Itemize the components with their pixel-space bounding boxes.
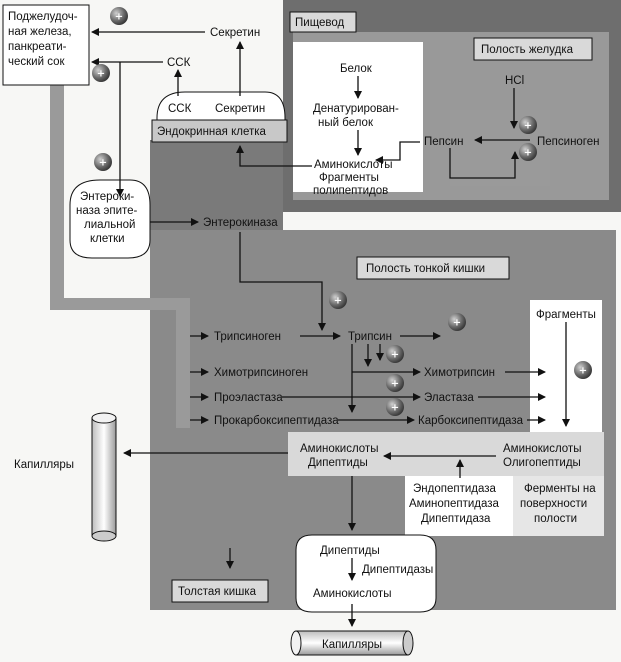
plus-icon: + bbox=[448, 313, 466, 331]
stomach-cavity-label: Полость желудка bbox=[481, 44, 574, 56]
chymotrypsin-label: Химотрипсин bbox=[424, 367, 495, 379]
capillary-horizontal bbox=[290, 630, 414, 656]
svg-text:+: + bbox=[524, 148, 532, 159]
plus-icon: + bbox=[519, 143, 537, 161]
enterocyte-cell bbox=[295, 534, 437, 613]
aa-oligopeptides-label-2: Олигопептиды bbox=[503, 457, 581, 469]
plus-icon: + bbox=[574, 361, 592, 379]
fragments-label: Фрагменты bbox=[536, 309, 596, 321]
svg-text:+: + bbox=[99, 158, 107, 169]
svg-text:Ферменты на: Ферменты на bbox=[524, 483, 596, 495]
secretin-cell-label: Секретин bbox=[215, 103, 265, 115]
surface-enzymes-label: Ферменты на поверхности полости bbox=[520, 483, 596, 525]
svg-text:+: + bbox=[579, 366, 587, 377]
enterokinase-epithelial-cell bbox=[69, 179, 151, 259]
svg-text:клетки: клетки bbox=[90, 233, 125, 245]
svg-text:лиальной: лиальной bbox=[84, 219, 135, 231]
svg-text:Энтероки-: Энтероки- bbox=[80, 191, 134, 203]
aa-dipeptides-label-2: Дипептиды bbox=[308, 457, 368, 469]
dipeptides-label: Дипептиды bbox=[320, 545, 380, 557]
dipeptidases-label: Дипептидазы bbox=[362, 564, 433, 576]
plus-icon: + bbox=[329, 291, 347, 309]
amino-acids-label: Аминокислоты bbox=[313, 588, 391, 600]
small-intestine-cavity-label: Полость тонкой кишки bbox=[366, 263, 485, 275]
svg-text:+: + bbox=[453, 318, 461, 329]
pancreas-box bbox=[2, 4, 90, 86]
hcl-label: HCl bbox=[505, 75, 524, 87]
pepsinogen-label: Пепсиноген bbox=[537, 136, 600, 148]
svg-text:полости: полости bbox=[534, 513, 577, 525]
plus-icon: + bbox=[386, 398, 404, 416]
secretin-label: Секретин bbox=[210, 27, 260, 39]
svg-text:+: + bbox=[115, 12, 123, 23]
capillary-vertical bbox=[91, 412, 117, 542]
plus-icon: + bbox=[110, 7, 128, 25]
aa-oligopeptides-label-1: Аминокислоты bbox=[503, 443, 581, 455]
pepsin-label: Пепсин bbox=[424, 136, 463, 148]
svg-text:+: + bbox=[97, 69, 105, 80]
aa-fragments-label-3: полипептидов bbox=[313, 185, 388, 197]
trypsinogen-label: Трипсиноген bbox=[214, 331, 281, 343]
plus-icon: + bbox=[92, 64, 110, 82]
aa-fragments-label-1: Аминокислоты bbox=[314, 159, 392, 171]
peptidases-label: Эндопептидаза Аминопептидаза Дипептидаза bbox=[409, 483, 500, 525]
svg-text:+: + bbox=[391, 350, 399, 361]
endocrine-region bbox=[150, 140, 283, 230]
cck-label: ССК bbox=[167, 57, 191, 69]
capillaries-bottom-label: Капилляры bbox=[322, 639, 382, 651]
svg-text:наза эпите-: наза эпите- bbox=[76, 205, 138, 217]
svg-text:+: + bbox=[334, 296, 342, 307]
plus-icon: + bbox=[386, 374, 404, 392]
svg-text:+: + bbox=[524, 121, 532, 132]
plus-icon: + bbox=[94, 153, 112, 171]
surface-enzymes-box bbox=[513, 476, 604, 536]
pancreatic-duct bbox=[50, 80, 190, 428]
plus-markers: + + + + + + + + + + + bbox=[92, 7, 592, 416]
svg-text:ческий сок: ческий сок bbox=[8, 56, 65, 68]
protein-box bbox=[293, 42, 423, 192]
svg-text:панкреати-: панкреати- bbox=[8, 41, 67, 53]
plus-icon: + bbox=[519, 116, 537, 134]
absorption-band bbox=[288, 432, 604, 476]
svg-text:ная железа,: ная железа, bbox=[8, 26, 72, 38]
denatured-protein-label-2: ный белок bbox=[318, 117, 374, 129]
endocrine-cell-label: Эндокринная клетка bbox=[157, 126, 267, 138]
svg-text:+: + bbox=[391, 379, 399, 390]
arrows bbox=[91, 28, 570, 627]
enterokinase-label: Энтерокиназа bbox=[203, 217, 278, 229]
svg-text:Дипептидаза: Дипептидаза bbox=[421, 513, 491, 525]
enterokinase-cell-label: Энтероки- наза эпите- лиальной клетки bbox=[76, 191, 138, 245]
endocrine-cell-label-bar bbox=[151, 119, 288, 143]
pancreas-label: Поджелудоч- ная железа, панкреати- чески… bbox=[8, 11, 78, 68]
svg-text:Эндопептидаза: Эндопептидаза bbox=[413, 483, 497, 495]
esophagus-label-box bbox=[289, 11, 357, 33]
proelastase-label: Проэластаза bbox=[214, 392, 283, 404]
esophagus-label: Пищевод bbox=[295, 17, 345, 29]
svg-text:поверхности: поверхности bbox=[520, 498, 587, 510]
protein-label: Белок bbox=[340, 63, 373, 75]
denatured-protein-label-1: Денатурирован- bbox=[313, 103, 399, 115]
chymotrypsinogen-label: Химотрипсиноген bbox=[214, 367, 308, 379]
carboxypeptidase-label: Карбоксипептидаза bbox=[418, 415, 524, 427]
svg-text:Аминопептидаза: Аминопептидаза bbox=[409, 498, 500, 510]
procarboxypeptidase-label: Прокарбоксипептидаза bbox=[214, 415, 339, 427]
stomach-cavity-label-box bbox=[473, 37, 593, 61]
trypsin-label: Трипсин bbox=[348, 331, 392, 343]
plus-icon: + bbox=[386, 345, 404, 363]
elastase-label: Эластаза bbox=[424, 392, 474, 404]
capillaries-left-label: Капилляры bbox=[14, 459, 74, 471]
small-intestine-cavity-label-box bbox=[356, 256, 510, 280]
large-intestine-label-box bbox=[171, 579, 269, 603]
peptidases-box bbox=[405, 476, 513, 536]
svg-text:Поджелудоч-: Поджелудоч- bbox=[8, 11, 78, 23]
cck-cell-label: ССК bbox=[168, 103, 192, 115]
aa-dipeptides-label-1: Аминокислоты bbox=[300, 443, 378, 455]
svg-text:+: + bbox=[391, 403, 399, 414]
aa-fragments-label-2: Фрагменты bbox=[319, 172, 379, 184]
large-intestine-label: Толстая кишка bbox=[178, 586, 257, 598]
